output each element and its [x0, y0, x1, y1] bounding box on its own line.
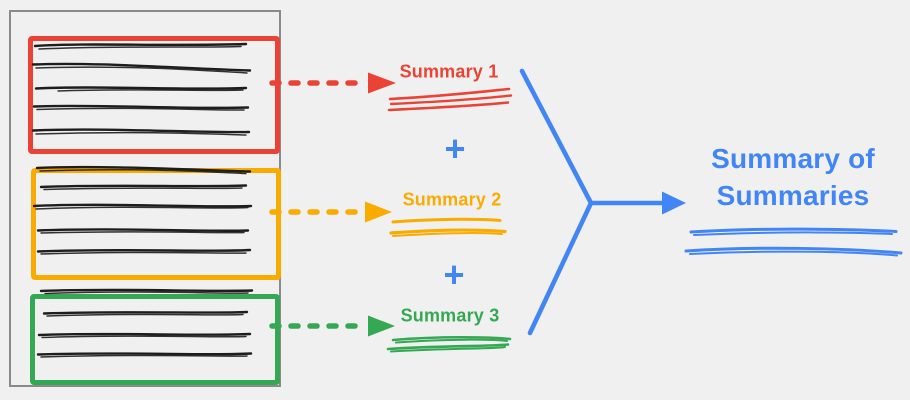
summary3-label: Summary 3 — [400, 305, 500, 326]
chunk2-text-scribbles — [32, 165, 253, 255]
merge-bracket-arrow-icon — [519, 68, 686, 336]
result-underline-scribble — [684, 227, 903, 257]
plus-operator-2: + — [443, 254, 465, 295]
chunk3-text-scribbles — [36, 288, 254, 358]
result-title: Summary of Summaries — [683, 140, 903, 214]
red-dashed-arrow-icon — [269, 72, 396, 94]
summary3-underline-scribble — [386, 335, 512, 353]
result-title-line1: Summary of — [711, 143, 875, 174]
chunk1-text-scribbles — [31, 42, 252, 136]
summary1-underline-scribble — [387, 87, 513, 112]
plus-operator-1: + — [444, 128, 466, 169]
green-dashed-arrow-icon — [269, 315, 395, 337]
summary2-underline-scribble — [389, 217, 507, 237]
chunk-box-3 — [30, 294, 280, 385]
chunk-box-1 — [28, 36, 280, 154]
summary2-label: Summary 2 — [402, 189, 502, 210]
result-title-line2: Summaries — [716, 180, 870, 211]
summary1-label: Summary 1 — [399, 61, 499, 82]
orange-dashed-arrow-icon — [269, 201, 392, 223]
